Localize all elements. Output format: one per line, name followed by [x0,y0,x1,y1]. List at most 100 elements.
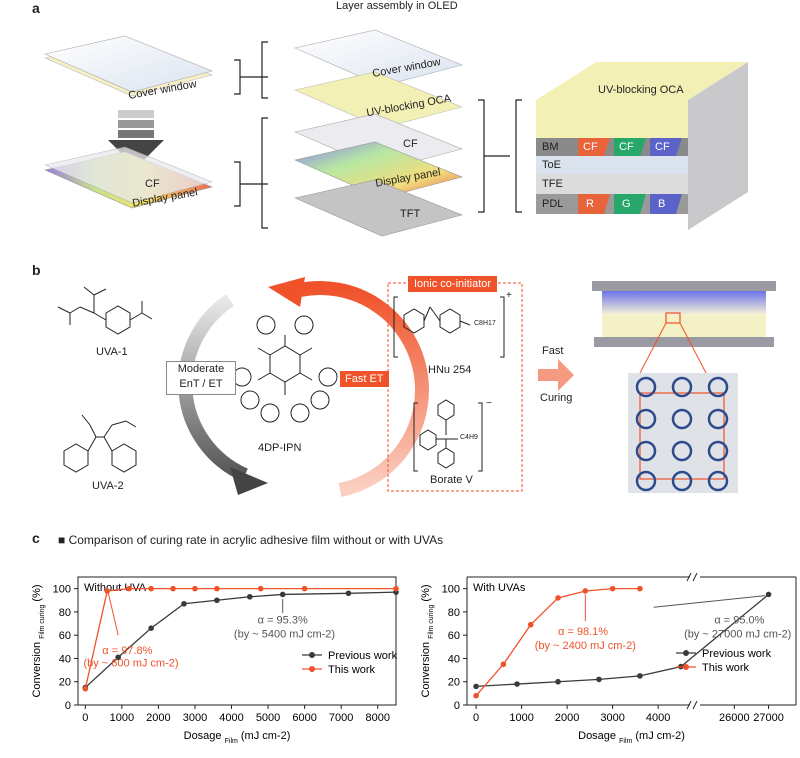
bracket-connectors-left [234,41,268,229]
uva1-label: UVA-1 [96,346,128,358]
left-cover-window [44,35,213,97]
cube-pdl-r: R [586,198,594,210]
legend-marker-1 [309,666,315,672]
annotation-arrow-this [107,593,119,636]
mid-cf-label: CF [403,138,418,150]
cube-top-label: UV-blocking OCA [598,84,684,96]
chart-title: Without UVA [84,582,147,594]
mid-tft [294,179,463,237]
cube-cf-green: CF [619,141,634,153]
panel-a-figure [44,29,748,237]
annotation-this-line2: (by ~ 2400 mJ cm-2) [535,640,636,652]
y-tick-label: 100 [442,584,460,596]
fast-curing-line2: Curing [540,392,573,404]
plot-frame [77,576,397,706]
borate-label: Borate V [430,474,473,486]
panel-b-letter: b [32,262,41,278]
x-tick-label: 4000 [219,712,243,724]
chart-title: With UVAs [473,582,526,594]
data-point [181,600,187,607]
cube-row-tfe: TFE [542,178,563,190]
data-point [555,595,561,601]
data-point [473,692,479,699]
data-point [115,654,122,661]
y-tick-label: 60 [448,630,460,642]
x-tick-label: 5000 [256,712,280,724]
fast-et-badge: Fast ET [340,371,389,387]
borate-structure [413,399,483,472]
y-tick-label: 40 [448,653,460,665]
x-axis-label: Dosage Film (mJ cm-2) [578,730,685,745]
y-tick-label: 80 [448,607,460,619]
legend-label-1: This work [702,662,750,674]
data-point [609,585,616,592]
cube-cf-red: CF [583,141,598,153]
data-point [514,681,520,687]
x-tick-label: 0 [473,712,479,724]
data-point [148,625,154,631]
data-point [596,676,602,683]
4dp-ipn-structure [232,315,338,423]
series-line-1 [84,587,396,689]
x-tick-label: 1000 [509,712,533,724]
data-point [500,661,507,668]
red-arc [298,281,429,497]
annotation-prev-line2: (by ~ 27000 mJ cm-2) [684,629,791,641]
cube-pdl-b: B [658,198,666,210]
data-point [582,588,589,594]
fast-curing-line1: Fast [542,345,564,357]
x-tick-label: 8000 [365,712,389,724]
legend-marker-0 [309,652,315,658]
annotation-prev-line1: α = 95.0% [714,615,764,627]
cube-row-pdl: PDL [542,198,564,210]
axis-break-mark [692,572,698,582]
data-point [148,585,154,592]
mid-tft-label: TFT [400,208,421,220]
left-cf-label: CF [145,178,160,190]
data-point [192,585,198,592]
data-point [126,585,132,592]
cube-row-toe: ToE [542,159,561,171]
borate-minus-sign: − [486,398,492,409]
annotation-this-line1: α = 98.1% [558,626,608,638]
data-point [527,621,534,628]
data-point [214,585,220,592]
annotation-prev-line1: α = 95.3% [258,615,308,627]
axis-break-mark [686,700,692,710]
x-tick-label: 6000 [292,712,316,724]
mid-cover-window [294,29,463,87]
data-point [555,678,561,685]
data-point [279,591,286,598]
panel-a-letter: a [32,0,40,16]
legend-marker-0 [683,650,689,656]
legend-label-0: Previous work [702,648,772,660]
data-point [637,585,643,592]
legend-marker-1 [683,664,689,670]
x-tick-label: 27000 [753,712,784,724]
y-tick-label: 80 [59,607,71,619]
data-point [765,591,772,598]
catalyst-label: 4DP-IPN [258,442,302,454]
left-cf-display [44,146,213,209]
data-point [301,585,308,592]
data-point [214,597,220,604]
data-point [345,590,352,597]
x-axis-label: Dosage Film (mJ cm-2) [184,730,291,745]
data-point [246,593,253,600]
x-tick-label: 3000 [183,712,207,724]
x-tick-label: 2000 [555,712,579,724]
moderate-line2: EnT / ET [179,378,223,390]
uv-curing-device [592,281,776,374]
gray-arc-head-icon [230,467,268,495]
y-axis-label: Conversion Film curing (%) [31,584,46,697]
annotation-this-line2: (by ~ 600 mJ cm-2) [83,658,178,670]
data-point [393,585,399,592]
borate-substituent: C4H9 [460,434,478,441]
panel-c-heading: ■ Comparison of curing rate in acrylic a… [58,533,444,547]
uva2-structure [63,414,137,473]
mid-oca [294,71,463,129]
layer-cube [536,62,748,230]
data-point [170,585,176,592]
